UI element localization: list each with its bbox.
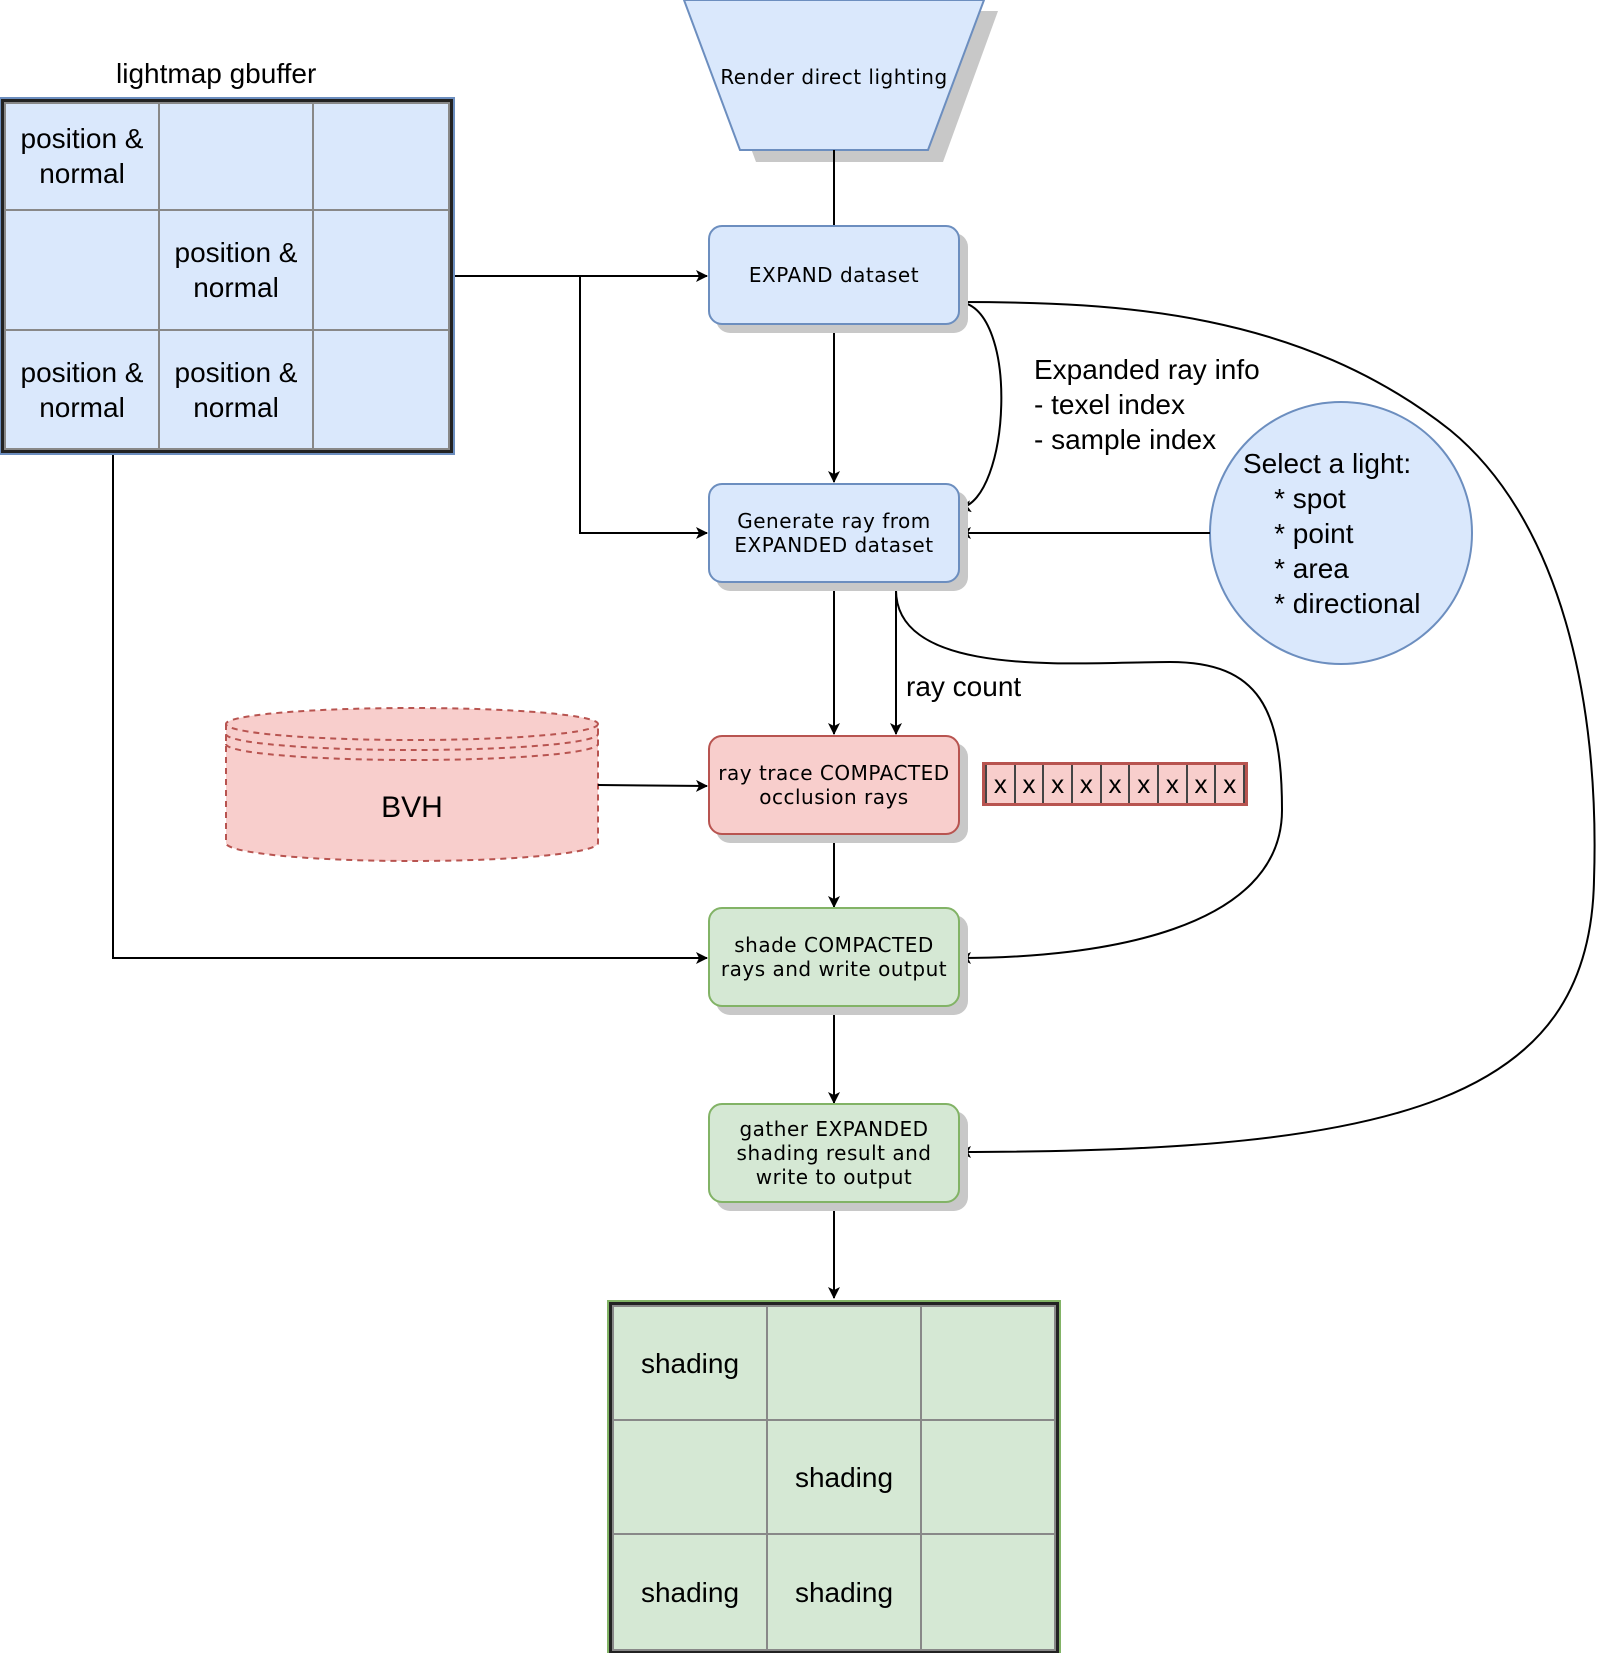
gather-node: gather EXPANDED shading result and write… bbox=[708, 1103, 960, 1203]
bvh-cylinder bbox=[225, 707, 599, 862]
expand-dataset-node: EXPAND dataset bbox=[708, 225, 960, 325]
output-cell bbox=[920, 1533, 1056, 1651]
output-cell: shading bbox=[766, 1419, 922, 1535]
edge-expand-gather bbox=[959, 301, 1596, 1158]
shade-node: shade COMPACTED rays and write output bbox=[708, 907, 960, 1007]
compacted-cell: x bbox=[1042, 765, 1071, 803]
compacted-cell: x bbox=[1157, 765, 1186, 803]
render-direct-label: Render direct lighting bbox=[720, 65, 948, 89]
gbuffer-cell: position & normal bbox=[158, 329, 314, 450]
compacted-cell: x bbox=[1099, 765, 1129, 803]
compacted-cell: x bbox=[1128, 765, 1157, 803]
edge-gbuffer-shade bbox=[112, 452, 708, 964]
gbuffer-cell: position & normal bbox=[4, 329, 160, 450]
gbuffer-cell bbox=[312, 102, 450, 211]
output-cell bbox=[920, 1419, 1056, 1535]
compacted-cell: x bbox=[985, 765, 1014, 803]
output-cell: shading bbox=[612, 1533, 768, 1651]
edge-generate-shade bbox=[895, 589, 1284, 964]
compacted-ray-buffer: x x x x x x x x x bbox=[982, 762, 1248, 806]
output-cell bbox=[612, 1419, 768, 1535]
gbuffer-cell: position & normal bbox=[158, 208, 314, 332]
output-cell bbox=[920, 1305, 1056, 1421]
output-cell bbox=[766, 1305, 922, 1421]
ray-count-label: ray count bbox=[906, 671, 1022, 702]
gbuffer-cell bbox=[4, 208, 160, 332]
edge-gbuffer-generate bbox=[579, 276, 708, 539]
select-light-label: Select a light: * spot * point * area * … bbox=[1243, 448, 1421, 619]
compacted-cell: x bbox=[1013, 765, 1043, 803]
generate-ray-node: Generate ray from EXPANDED dataset bbox=[708, 483, 960, 583]
gbuffer-cell bbox=[312, 208, 450, 332]
gbuffer-title: lightmap gbuffer bbox=[116, 58, 317, 89]
edge-expand-info bbox=[959, 301, 1003, 513]
output-shading-grid: shading shading shading shading bbox=[609, 1302, 1059, 1653]
render-direct-trapezoid bbox=[682, 0, 986, 151]
compacted-cell: x bbox=[1071, 765, 1100, 803]
bvh-label: BVH bbox=[381, 791, 443, 824]
gbuffer-cell bbox=[158, 102, 314, 211]
output-cell: shading bbox=[766, 1533, 922, 1651]
expanded-ray-info: Expanded ray info - texel index - sample… bbox=[1034, 354, 1260, 455]
compacted-cell: x bbox=[1185, 765, 1215, 803]
output-cell: shading bbox=[612, 1305, 768, 1421]
raytrace-node: ray trace COMPACTED occlusion rays bbox=[708, 735, 960, 835]
lightmap-gbuffer: position & normal position & normal posi… bbox=[1, 99, 453, 453]
compacted-cell: x bbox=[1214, 765, 1246, 803]
edge-bvh-raytrace bbox=[597, 779, 708, 792]
gbuffer-cell bbox=[312, 329, 450, 450]
gbuffer-cell: position & normal bbox=[4, 102, 160, 211]
